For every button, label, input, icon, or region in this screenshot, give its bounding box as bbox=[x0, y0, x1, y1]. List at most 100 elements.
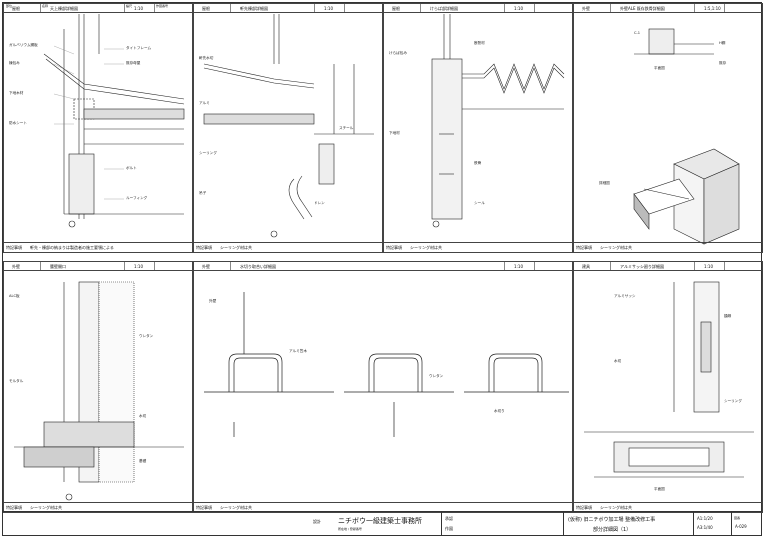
panel-header: 建具 アルミサッシ廻り詳細図 1:10 bbox=[574, 262, 762, 271]
sill-detail-drawing: 外壁 アルミ笠木 ウレタン 水切り bbox=[204, 292, 569, 437]
panel-header: 部位 屋根 名称 天上棟部詳細図 縮尺 1:10 作図番号 bbox=[4, 4, 192, 13]
callout: 平面図 bbox=[654, 486, 665, 491]
panel-footer: 特記事項 シーリング材は共 bbox=[194, 502, 572, 512]
callout: ウレタン bbox=[429, 373, 444, 378]
callout: ボルト bbox=[126, 165, 137, 170]
sheet-title: 部分詳細図（1） bbox=[593, 527, 632, 533]
scale-label: 縮尺 bbox=[126, 4, 133, 8]
panel-category: 屋根 bbox=[392, 6, 400, 11]
firm-sub: 所在地 / 登録番号 bbox=[338, 527, 362, 531]
panel-footer: 特記事項 シーリング材は共 bbox=[574, 242, 762, 252]
panel-note: シーリング材は共 bbox=[600, 505, 632, 510]
footer-label: 特記事項 bbox=[6, 245, 22, 250]
detail-panel-7: 建具 アルミサッシ廻り詳細図 1:10 アルミサッシ 額縁 水切 シーリング 平… bbox=[573, 261, 763, 513]
callout: 水切 bbox=[614, 358, 622, 363]
callout: ルーフィング bbox=[126, 195, 148, 200]
footer-label: 特記事項 bbox=[196, 245, 212, 250]
panel-category: 屋根 bbox=[202, 6, 210, 11]
callout: スチール bbox=[339, 125, 354, 130]
callout: シーリング bbox=[199, 150, 217, 155]
panel-note: シーリング材は共 bbox=[220, 245, 252, 250]
detail-panel-3: 屋根 けらば部詳細図 1:10 けらば包み 断熱材 下地材 鉄骨 シール bbox=[383, 3, 573, 253]
panel-scale: 1:10 bbox=[324, 6, 333, 11]
panel-scale: 1:10 bbox=[134, 264, 143, 269]
sheet-no-label: 図番 bbox=[734, 516, 741, 520]
panel-note: シーリング材は共 bbox=[600, 245, 632, 250]
callout: ALC板 bbox=[9, 293, 20, 298]
steel-detail-drawing: C-1 H鋼 既存 平面図 詳細図 bbox=[599, 28, 740, 245]
callout: 鉄骨 bbox=[474, 160, 482, 165]
callout: 水切 bbox=[139, 413, 147, 418]
panel-title: アルミサッシ廻り詳細図 bbox=[620, 264, 664, 269]
callout: 水切り bbox=[494, 408, 505, 413]
callout: 基礎 bbox=[139, 458, 147, 463]
callout: 額縁 bbox=[724, 313, 732, 318]
callout: 下地木材 bbox=[9, 90, 24, 95]
panel-footer: 特記事項 シーリング材は共 bbox=[194, 242, 382, 252]
detail-panel-6: 外壁 水切り取合い詳細図 1:10 外壁 アル bbox=[193, 261, 573, 513]
detail-panel-2: 屋根 軒先棟部詳細図 1:10 軒先水切 アルミ シ bbox=[193, 3, 383, 253]
callout: アルミ bbox=[199, 100, 210, 105]
callout: 棟包み bbox=[9, 60, 20, 65]
panel-title: 外壁ALE 既存鉄骨詳細図 bbox=[620, 6, 665, 11]
callout: アルミサッシ bbox=[614, 293, 636, 298]
panel-title: けらば部詳細図 bbox=[430, 6, 458, 11]
callout: 平面図 bbox=[654, 65, 665, 70]
callout: 外壁 bbox=[209, 298, 217, 303]
drawn-by-label: 作図 bbox=[445, 526, 453, 531]
sash-detail-drawing: アルミサッシ 額縁 水切 シーリング 平面図 bbox=[584, 281, 754, 491]
panel-scale: 1:10 bbox=[514, 6, 523, 11]
panel-note: シーリング材は共 bbox=[220, 505, 252, 510]
detail-panel-5: 外壁 腰壁開口 1:10 ALC板 ウレタン モルタル 水切 基礎 bbox=[3, 261, 193, 513]
firm-name: ニチボウ一級建築士事務所 bbox=[338, 517, 422, 525]
footer-label: 特記事項 bbox=[196, 505, 212, 510]
panel-footer: 特記事項 シーリング材は共 bbox=[384, 242, 572, 252]
panel-header: 屋根 軒先棟部詳細図 1:10 bbox=[194, 4, 382, 13]
wall-detail-drawing: ALC板 ウレタン モルタル 水切 基礎 bbox=[9, 281, 184, 501]
panel-footer: 特記事項 シーリング材は共 bbox=[574, 502, 762, 512]
panel-header: 外壁 外壁ALE 既存鉄骨詳細図 1:5,1:10 bbox=[574, 4, 762, 13]
panel-category: 外壁 bbox=[202, 264, 210, 269]
panel-category: 屋根 bbox=[12, 6, 20, 11]
callout: ウレタン bbox=[139, 333, 154, 338]
verge-detail-drawing: けらば包み 断熱材 下地材 鉄骨 シール bbox=[389, 14, 565, 228]
callout: 断熱材 bbox=[474, 40, 485, 45]
callout: 防水シート bbox=[9, 120, 27, 125]
callout: 軒先水切 bbox=[199, 55, 214, 60]
title-block: 設計 ニチボウ一級建築士事務所 所在地 / 登録番号 承認 作図 (仮称) 旧ニ… bbox=[3, 511, 761, 535]
callout: ガルバリウム鋼板 bbox=[9, 42, 38, 47]
panel-header: 外壁 腰壁開口 1:10 bbox=[4, 262, 192, 271]
callout: H鋼 bbox=[719, 40, 726, 45]
sheet-scale-2: A3:1/40 bbox=[697, 525, 713, 530]
project-name: (仮称) 旧ニチボウ加工場 整備改修工事 bbox=[568, 517, 656, 523]
panel-category: 外壁 bbox=[12, 264, 20, 269]
callout: ドレン bbox=[314, 201, 325, 205]
detail-panel-4: 外壁 外壁ALE 既存鉄骨詳細図 1:5,1:10 C-1 H鋼 既存 平面 bbox=[573, 3, 763, 253]
panel-footer: 特記事項 軒先・棟部の納まりは製造者の施工要領による bbox=[4, 242, 192, 252]
panel-note: シーリング材は共 bbox=[410, 245, 442, 250]
panel-header: 屋根 けらば部詳細図 1:10 bbox=[384, 4, 572, 13]
callout: シール bbox=[474, 201, 485, 205]
drawing-no-label: 作図番号 bbox=[156, 4, 169, 8]
panel-header: 外壁 水切り取合い詳細図 1:10 bbox=[194, 262, 572, 271]
panel-scale: 1:5,1:10 bbox=[704, 6, 721, 11]
panel-category: 外壁 bbox=[582, 6, 590, 11]
panel-title: 天上棟部詳細図 bbox=[50, 6, 78, 11]
panel-note: 軒先・棟部の納まりは製造者の施工要領による bbox=[30, 245, 114, 250]
panel-scale: 1:10 bbox=[704, 264, 713, 269]
callout: 既存 bbox=[719, 60, 727, 65]
ridge-detail-drawing: ガルバリウム鋼板 棟包み 下地木材 防水シート タイトフレーム 既存母屋 ボルト… bbox=[9, 14, 185, 228]
footer-label: 特記事項 bbox=[386, 245, 402, 250]
callout: タイトフレーム bbox=[126, 45, 151, 50]
callout: 詳細図 bbox=[599, 180, 610, 185]
footer-label: 特記事項 bbox=[576, 245, 592, 250]
callout: C-1 bbox=[634, 31, 640, 35]
office-label: 設計 bbox=[313, 519, 321, 524]
footer-label: 特記事項 bbox=[576, 505, 592, 510]
cat-label: 部位 bbox=[6, 4, 13, 8]
callout: シーリング bbox=[724, 398, 742, 403]
panel-title: 水切り取合い詳細図 bbox=[240, 264, 276, 269]
sheet-scale: A1:1/20 bbox=[697, 516, 713, 521]
panel-scale: 1:10 bbox=[514, 264, 523, 269]
